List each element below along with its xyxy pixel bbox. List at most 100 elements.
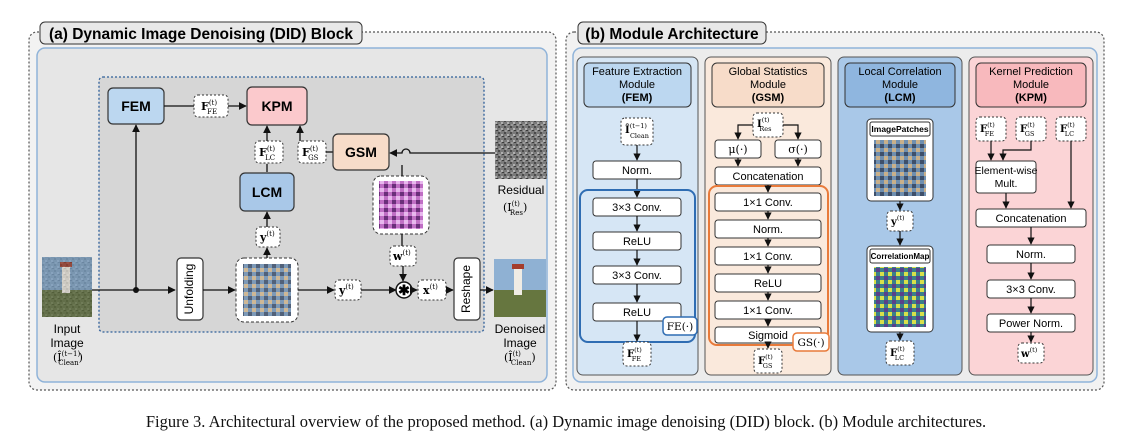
kpm-power-label: Power Norm. — [999, 318, 1063, 330]
lcm-corr-label: CorrelationMap — [871, 252, 930, 261]
f-fe-text: F(t)FE — [201, 99, 217, 116]
kpm-title-1: Kernel Prediction — [989, 66, 1073, 78]
denoised-label-2: Image — [503, 336, 537, 350]
input-label-2: Image — [50, 336, 84, 350]
lcm-corr-header — [869, 248, 931, 264]
fem-title-box — [583, 62, 692, 108]
lcm-title-3: (LCM) — [884, 92, 915, 104]
panel-b-title-box — [577, 21, 767, 45]
f-lc-node — [254, 140, 284, 164]
x-text: x(t) — [423, 283, 438, 297]
reshape-label: Reshape — [459, 265, 473, 313]
fem-output-text: F(t)FE — [627, 346, 642, 363]
gsm-title-2: Module — [750, 79, 786, 91]
lcm-patches-image — [874, 140, 926, 196]
gsm-title-box — [711, 62, 825, 108]
figure-caption: Figure 3. Architectural overview of the … — [145, 412, 987, 431]
f-fe-node — [193, 94, 229, 118]
kpm-in-lc-text: F(t)LC — [1060, 121, 1075, 138]
gsm-output-text: F(t)GS — [758, 353, 773, 370]
gsm-sigma-label: σ(·) — [788, 143, 808, 156]
gsm-gs-tag-label: GS(·) — [797, 337, 824, 349]
fem-relu2-label: ReLU — [623, 307, 651, 319]
kpm-arrow-gs — [999, 141, 1032, 161]
arrow-residual-gsm — [389, 148, 495, 157]
fem-label: FEM — [121, 98, 151, 114]
gsm-concat-label: Concatenation — [733, 171, 804, 183]
lcm-output-text: F(t)LC — [890, 345, 905, 362]
kpm-in-fe-text: F(t)FE — [980, 121, 995, 138]
gsm-arrow-sigma — [783, 124, 802, 140]
panel-b-title: (b) Module Architecture — [585, 26, 759, 43]
unfolded-patches — [235, 257, 299, 323]
panel-a-title: (a) Dynamic Image Denoising (DID) Block — [49, 26, 353, 43]
residual-symbol: (I(t)Res) — [503, 200, 527, 217]
lcm-title-box — [844, 62, 956, 108]
gsm-input-text: I(t)Res — [757, 116, 771, 133]
reshape-block — [453, 257, 481, 321]
denoised-image — [494, 259, 546, 317]
fem-relu1-label: ReLU — [623, 236, 651, 248]
gsm-mu-label: μ(·) — [728, 143, 747, 156]
lcm-label: LCM — [252, 184, 282, 200]
fem-fe-tag — [662, 316, 698, 336]
gsm-conv2-label: 1×1 Conv. — [743, 251, 793, 263]
w-node — [389, 245, 417, 267]
fem-output-node — [622, 341, 652, 367]
f-gs-text: F(t)GS — [302, 145, 319, 162]
gsm-arrow-mu — [734, 124, 753, 140]
lcm-output-node — [885, 340, 915, 366]
kpm-norm-label: Norm. — [1016, 249, 1046, 261]
lcm-corr-image — [874, 267, 926, 327]
kpm-title-2: Module — [1013, 79, 1049, 91]
denoised-symbol: (Î(t)Clean) — [504, 350, 536, 367]
lcm-y-text: y(t) — [890, 214, 905, 228]
kernel-patches — [372, 175, 430, 235]
y-up-text: y(t) — [259, 230, 275, 244]
fem-title-2: Module — [619, 79, 655, 91]
gsm-norm-label: Norm. — [753, 224, 783, 236]
y-node-right — [334, 279, 362, 301]
input-image — [42, 257, 92, 317]
kpm-title-box — [975, 62, 1087, 108]
lcm-block — [239, 172, 295, 212]
fem-conv2-label: 3×3 Conv. — [612, 270, 662, 282]
lcm-y-node — [886, 210, 914, 232]
fem-title-3: (FEM) — [622, 92, 653, 104]
gsm-conv3-label: 1×1 Conv. — [743, 305, 793, 317]
w-text: w(t) — [392, 249, 411, 263]
lcm-patches-label: ImagePatches — [871, 124, 928, 134]
unfolding-block — [176, 257, 204, 321]
residual-image — [495, 121, 547, 179]
lcm-title-1: Local Correlation — [858, 66, 941, 78]
input-symbol: (Î(t−1)Clean) — [53, 350, 83, 367]
residual-label: Residual — [498, 183, 545, 197]
gsm-conv1-label: 1×1 Conv. — [743, 197, 793, 209]
kpm-conv-label: 3×3 Conv. — [1006, 284, 1056, 296]
lcm-title-2: Module — [882, 79, 918, 91]
kpm-title-3: (KPM) — [1015, 92, 1047, 104]
kpm-block — [246, 86, 308, 126]
unfolding-label: Unfolding — [182, 264, 196, 315]
fem-norm-label: Norm. — [622, 165, 652, 177]
kpm-elemwise-label-1: Element-wise — [974, 165, 1037, 177]
gsm-output-node — [753, 348, 783, 374]
fem-fe-tag-label: FE(·) — [667, 321, 693, 333]
fem-title-1: Feature Extraction — [592, 66, 682, 78]
fem-input-node — [620, 117, 654, 146]
gsm-label: GSM — [345, 144, 377, 160]
kpm-concat-label: Concatenation — [996, 213, 1067, 225]
f-lc-text: F(t)LC — [259, 145, 275, 162]
lcm-patches-header — [869, 121, 931, 137]
input-label-1: Input — [54, 322, 81, 336]
kpm-in-gs-text: F(t)GS — [1020, 121, 1035, 138]
fem-conv1-label: 3×3 Conv. — [612, 202, 662, 214]
panel-b-inner — [572, 47, 1098, 383]
gsm-title-1: Global Statistics — [729, 66, 808, 78]
fem-input-text: Î(t−1)Clean — [625, 122, 649, 140]
y-node-up — [255, 226, 281, 248]
gsm-sigmoid-label: Sigmoid — [748, 330, 788, 342]
kpm-output-text: w(t) — [1020, 346, 1038, 360]
convolution-star: ✱ — [398, 282, 410, 298]
kpm-label: KPM — [261, 98, 292, 114]
